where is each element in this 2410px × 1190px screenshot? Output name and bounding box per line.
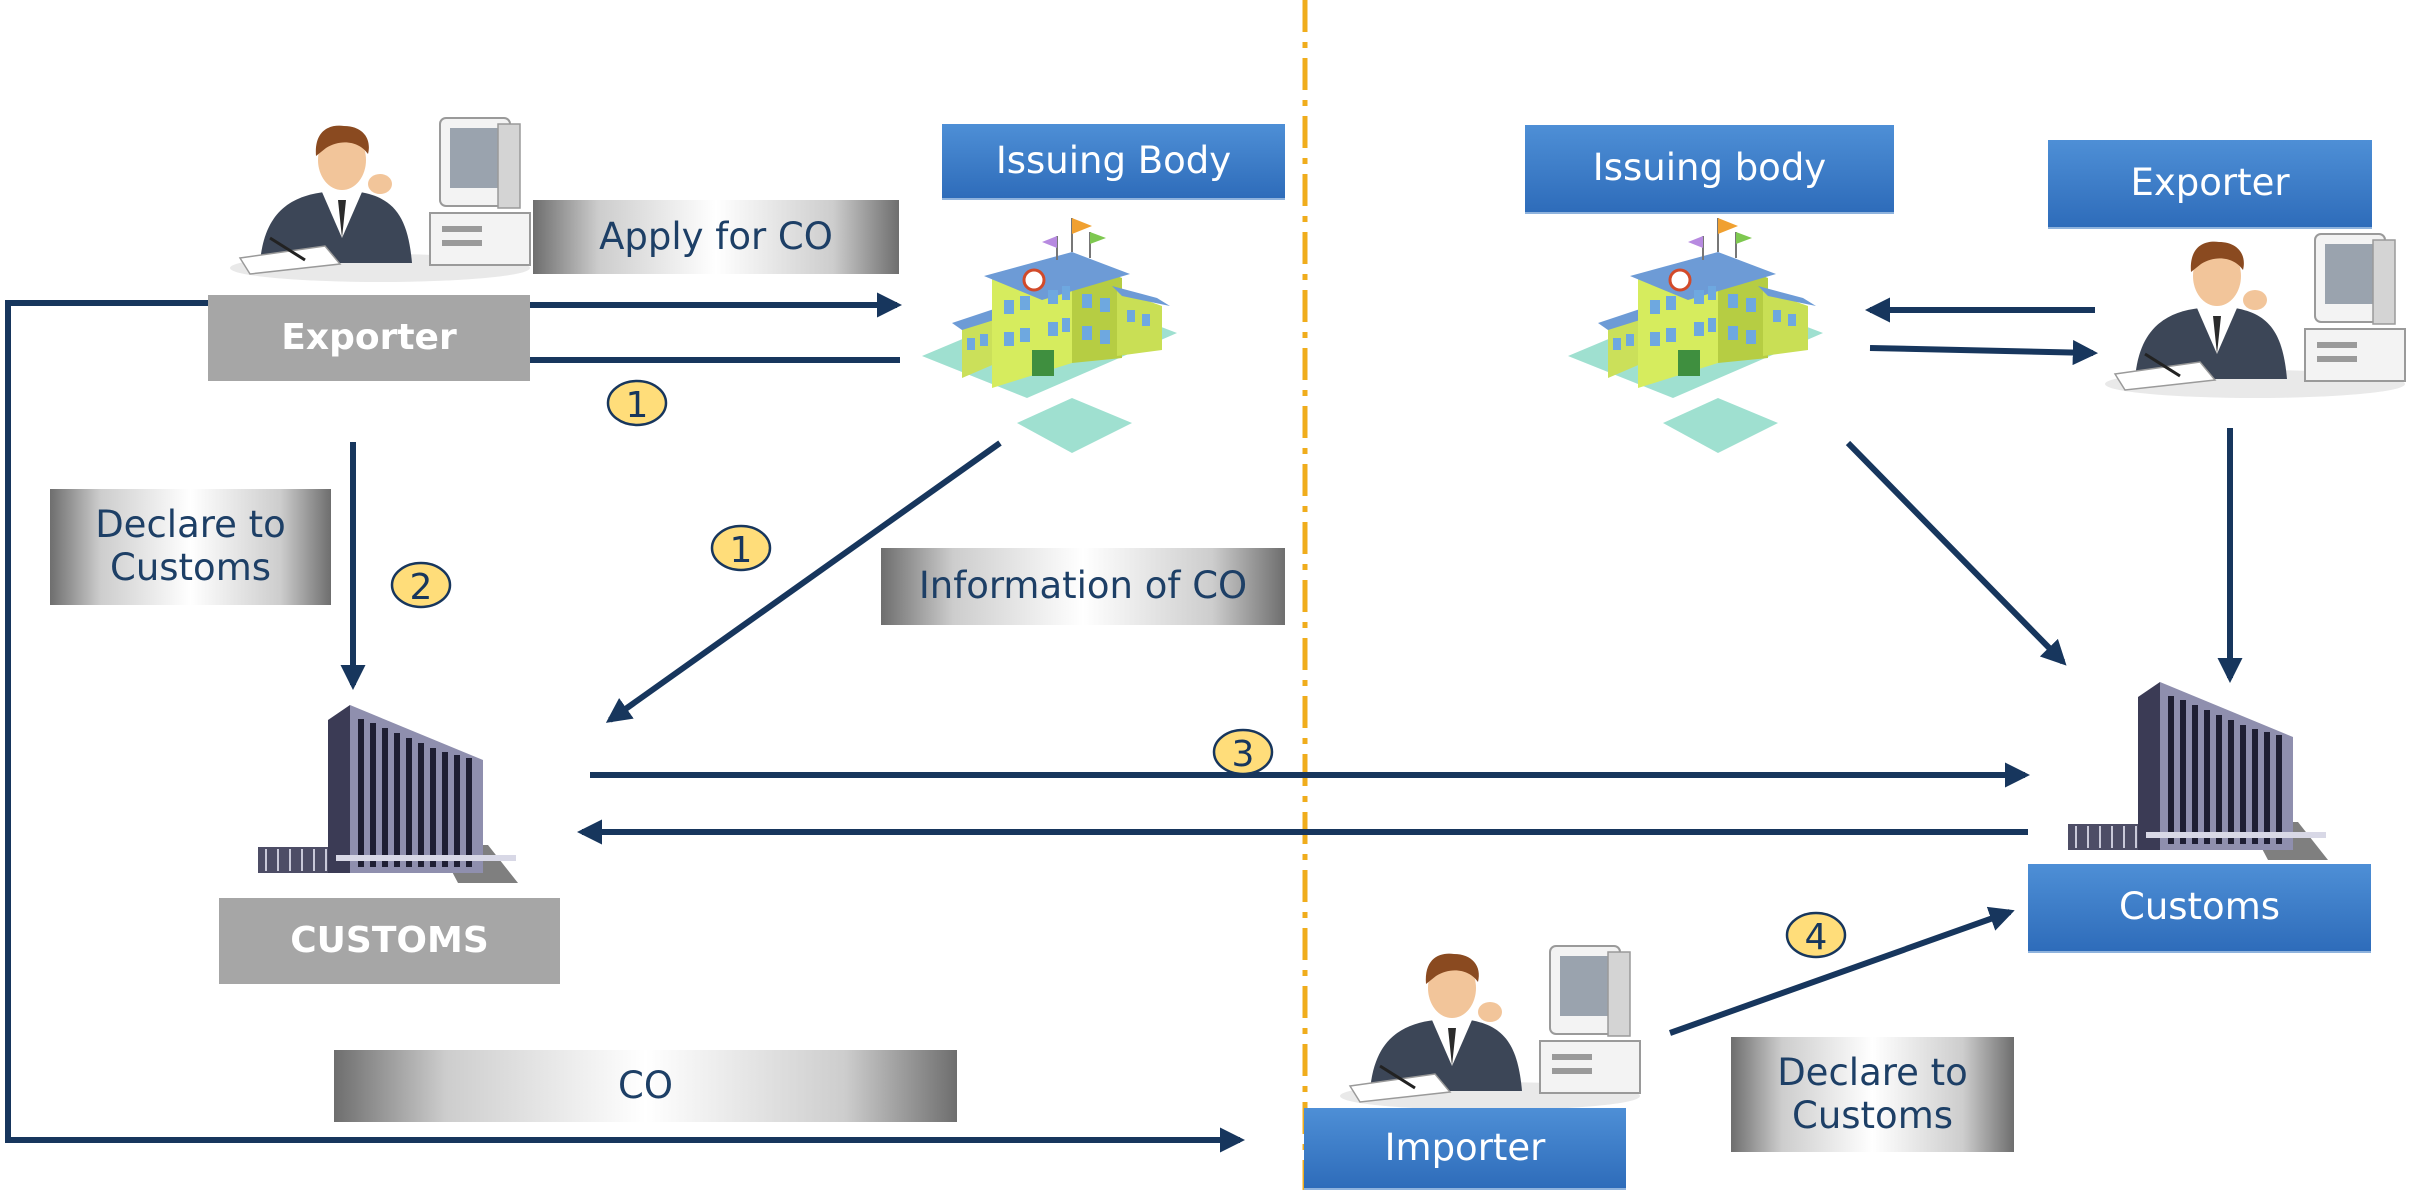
co-text: CO bbox=[618, 1063, 673, 1107]
svg-text:1: 1 bbox=[626, 385, 649, 426]
svg-text:3: 3 bbox=[1232, 734, 1255, 775]
left-customs-building-icon bbox=[257, 704, 519, 884]
svg-text:2: 2 bbox=[410, 567, 433, 608]
right-issuing-body-building-icon bbox=[1566, 216, 1825, 455]
issuing-body-text-right: Issuing body bbox=[1592, 146, 1827, 190]
left-exporter-person-icon bbox=[228, 116, 532, 284]
importer-text: Importer bbox=[1384, 1125, 1546, 1169]
importer-box: Importer bbox=[1304, 1108, 1626, 1190]
declare-to-customs-label-left: Declare to Customs bbox=[50, 489, 331, 605]
arrow-issuing-body-to-customs-right bbox=[1845, 440, 2067, 666]
svg-text:4: 4 bbox=[1805, 917, 1828, 958]
svg-text:1: 1 bbox=[730, 530, 753, 571]
exporter-box-right: Exporter bbox=[2048, 140, 2372, 229]
issuing-body-text-left: Issuing Body bbox=[995, 138, 1232, 182]
information-of-co-text: Information of CO bbox=[918, 564, 1248, 608]
arrow-co-to-importer bbox=[5, 300, 1246, 1153]
issuing-body-box-right: Issuing body bbox=[1525, 125, 1894, 214]
issuing-body-box-left: Issuing Body bbox=[942, 124, 1285, 200]
customs-box-right: Customs bbox=[2028, 864, 2371, 953]
exporter-text-left: Exporter bbox=[281, 317, 457, 359]
declare-line1-left: Declare to bbox=[95, 503, 286, 547]
exporter-box-left: Exporter bbox=[208, 295, 530, 381]
information-of-co-label: Information of CO bbox=[881, 548, 1285, 625]
arrow-issuing-body-to-exporter-right bbox=[1869, 339, 2099, 366]
left-issuing-body-building-icon bbox=[920, 216, 1179, 455]
apply-for-co-text: Apply for CO bbox=[599, 214, 833, 258]
exporter-text-right: Exporter bbox=[2130, 161, 2290, 205]
apply-for-co-label: Apply for CO bbox=[533, 200, 899, 274]
declare-to-customs-label-right: Declare to Customs bbox=[1731, 1037, 2014, 1152]
declare-line2-left: Customs bbox=[109, 546, 272, 589]
declare-line1-right: Declare to bbox=[1777, 1050, 1968, 1094]
declare-line2-right: Customs bbox=[1791, 1093, 1954, 1137]
step-badge-information: 1 bbox=[710, 524, 772, 572]
customs-text-left: CUSTOMS bbox=[290, 920, 489, 962]
step-badge-declare: 2 bbox=[390, 561, 452, 609]
right-customs-building-icon bbox=[2067, 681, 2329, 861]
co-label: CO bbox=[334, 1050, 957, 1122]
step-badge-importer-declare: 4 bbox=[1785, 911, 1847, 959]
customs-box-left: CUSTOMS bbox=[219, 898, 560, 984]
arrow-issuing-body-to-customs bbox=[605, 440, 1002, 723]
importer-person-icon bbox=[1338, 944, 1642, 1112]
customs-text-right: Customs bbox=[2118, 885, 2281, 929]
right-exporter-person-icon bbox=[2103, 232, 2407, 400]
step-badge-apply: 1 bbox=[606, 379, 668, 427]
arrow-importer-to-customs bbox=[1668, 906, 2015, 1036]
step-badge-exchange: 3 bbox=[1212, 728, 1274, 776]
